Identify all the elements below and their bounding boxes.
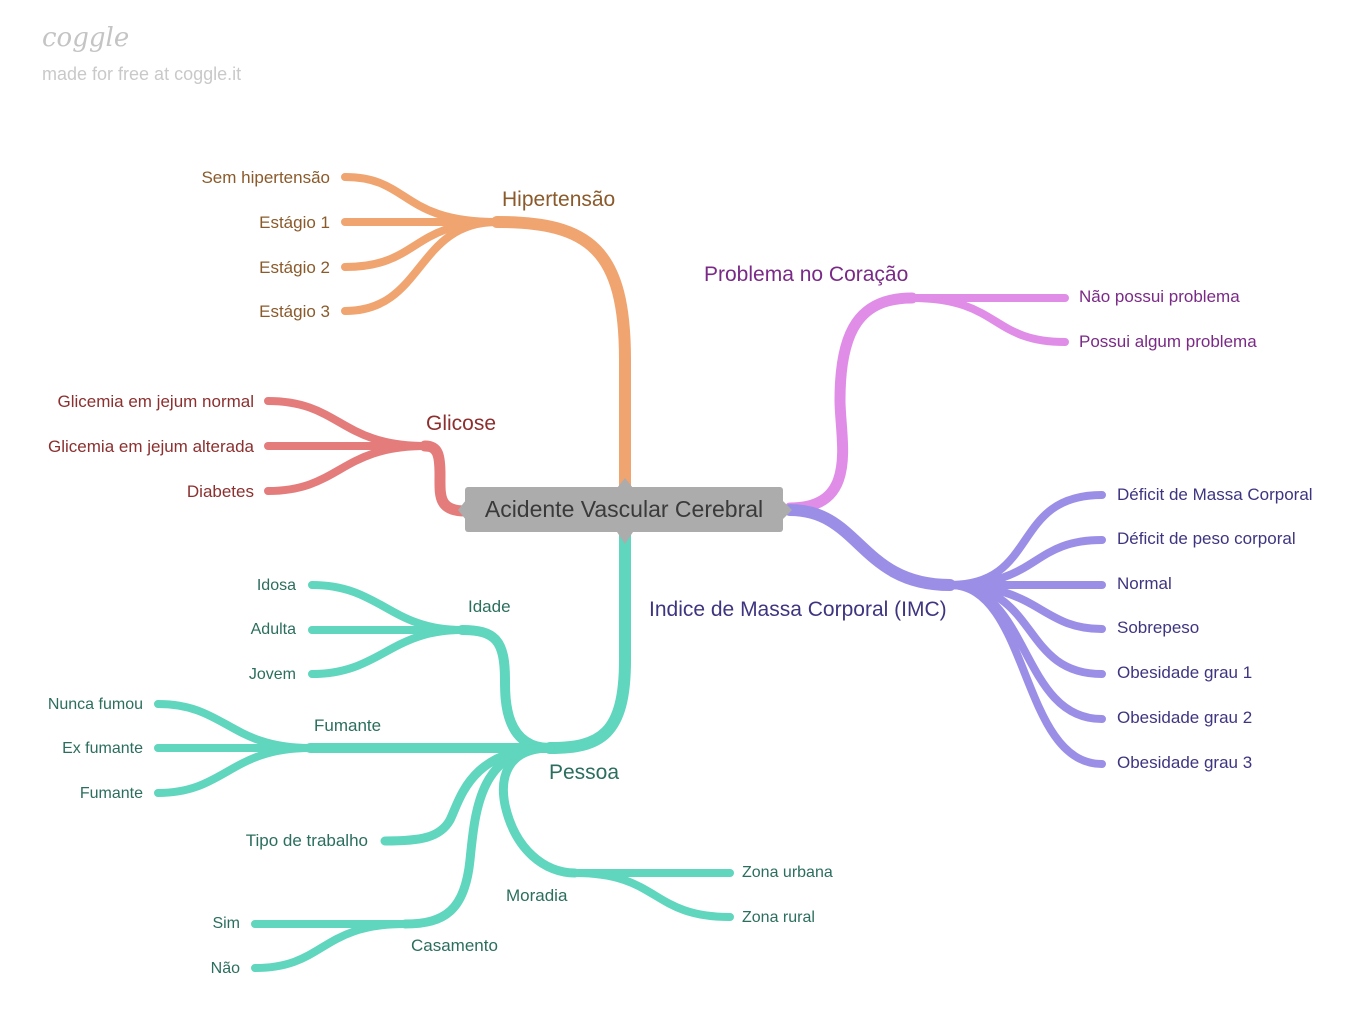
imc-item[interactable]: Sobrepeso: [1117, 618, 1199, 637]
root-node[interactable]: Acidente Vascular Cerebral: [458, 478, 792, 544]
fumante-item[interactable]: Nunca fumou: [48, 696, 143, 713]
moradia-item[interactable]: Zona urbana: [742, 864, 833, 881]
imc-item[interactable]: Obesidade grau 3: [1117, 753, 1252, 772]
branch-imc: [784, 491, 1106, 768]
coracao-item[interactable]: Possui algum problema: [1079, 332, 1257, 351]
coracao-title[interactable]: Problema no Coração: [704, 263, 908, 286]
hipertensao-item[interactable]: Estágio 1: [259, 213, 330, 232]
glicose-item[interactable]: Glicemia em jejum alterada: [48, 437, 255, 456]
imc-item[interactable]: Obesidade grau 2: [1117, 708, 1252, 727]
coggle-tagline: made for free at coggle.it: [42, 64, 241, 84]
casamento-item[interactable]: Sim: [212, 915, 240, 932]
hipertensao-item[interactable]: Sem hipertensão: [201, 168, 330, 187]
imc-title[interactable]: Indice de Massa Corporal (IMC): [649, 598, 947, 621]
coracao-item[interactable]: Não possui problema: [1079, 287, 1240, 306]
casamento-item[interactable]: Não: [211, 960, 240, 977]
idade-item[interactable]: Jovem: [249, 666, 296, 683]
moradia-title[interactable]: Moradia: [506, 886, 568, 905]
fumante-item[interactable]: Fumante: [80, 785, 143, 802]
idade-item[interactable]: Adulta: [251, 621, 296, 638]
branch-hipertensao: [341, 173, 631, 506]
casamento-title[interactable]: Casamento: [411, 936, 498, 955]
imc-item[interactable]: Déficit de Massa Corporal: [1117, 485, 1313, 504]
imc-item[interactable]: Obesidade grau 1: [1117, 663, 1252, 682]
glicose-title[interactable]: Glicose: [426, 412, 496, 435]
glicose-item[interactable]: Glicemia em jejum normal: [58, 392, 255, 411]
branch-glicose: [264, 397, 471, 517]
hipertensao-item[interactable]: Estágio 2: [259, 258, 330, 277]
fumante-title[interactable]: Fumante: [314, 716, 381, 735]
idade-title[interactable]: Idade: [468, 597, 511, 616]
branch-coracao: [784, 292, 1069, 514]
pessoa-title[interactable]: Pessoa: [549, 761, 619, 784]
imc-item[interactable]: Déficit de peso corporal: [1117, 529, 1296, 548]
coggle-logo: coggle: [42, 23, 129, 53]
hipertensao-title[interactable]: Hipertensão: [502, 188, 615, 211]
fumante-item[interactable]: Ex fumante: [62, 740, 143, 757]
moradia-item[interactable]: Zona rural: [742, 909, 815, 926]
root-label: Acidente Vascular Cerebral: [485, 496, 763, 522]
hipertensao-item[interactable]: Estágio 3: [259, 302, 330, 321]
idade-item[interactable]: Idosa: [257, 577, 296, 594]
glicose-item[interactable]: Diabetes: [187, 482, 254, 501]
branch-pessoa: [154, 526, 734, 972]
trabalho-title[interactable]: Tipo de trabalho: [246, 831, 368, 850]
imc-item[interactable]: Normal: [1117, 574, 1172, 593]
